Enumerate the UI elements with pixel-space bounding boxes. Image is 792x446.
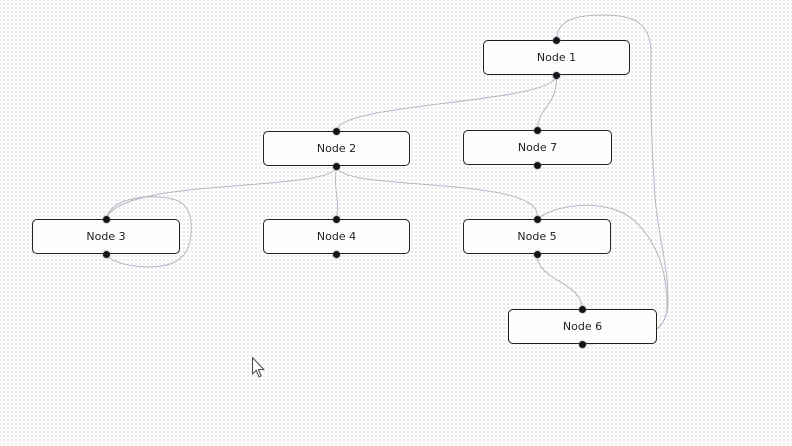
mouse-cursor xyxy=(252,356,266,379)
edge-node2-to-node4[interactable] xyxy=(335,165,338,220)
endpoint-bottom-node1[interactable] xyxy=(553,71,560,79)
endpoint-top-node7[interactable] xyxy=(534,126,541,134)
node-node7[interactable]: Node 7 xyxy=(463,130,612,165)
endpoint-top-node4[interactable] xyxy=(333,215,340,223)
node-node5[interactable]: Node 5 xyxy=(463,219,611,254)
endpoint-bottom-node2[interactable] xyxy=(333,162,340,170)
cursor-arrow-icon xyxy=(252,356,266,378)
node-label: Node 4 xyxy=(316,230,357,243)
edge-node2-to-node5[interactable] xyxy=(336,165,538,220)
node-label: Node 6 xyxy=(562,320,603,333)
endpoint-top-node2[interactable] xyxy=(333,127,340,135)
edge-node1-to-node7[interactable] xyxy=(537,74,558,131)
endpoint-bottom-node3[interactable] xyxy=(102,250,110,258)
node-node4[interactable]: Node 4 xyxy=(263,219,410,254)
node-node6[interactable]: Node 6 xyxy=(508,309,657,344)
node-label: Node 1 xyxy=(536,51,577,64)
endpoint-bottom-node5[interactable] xyxy=(533,250,541,258)
edge-node5-to-node6[interactable] xyxy=(536,253,583,310)
endpoint-top-node1[interactable] xyxy=(553,36,560,44)
node-node3[interactable]: Node 3 xyxy=(32,219,180,254)
endpoint-top-node6[interactable] xyxy=(579,305,586,313)
edge-node6-to-node1[interactable] xyxy=(556,14,669,345)
node-label: Node 2 xyxy=(316,142,357,155)
edge-node1-to-node2[interactable] xyxy=(336,74,557,132)
node-label: Node 7 xyxy=(517,141,558,154)
endpoint-bottom-node7[interactable] xyxy=(534,161,541,169)
edge-node2-to-node3[interactable] xyxy=(105,165,337,220)
endpoint-bottom-node4[interactable] xyxy=(333,250,340,258)
endpoint-bottom-node6[interactable] xyxy=(579,340,586,348)
node-node2[interactable]: Node 2 xyxy=(263,131,410,166)
node-label: Node 3 xyxy=(86,230,126,243)
node-node1[interactable]: Node 1 xyxy=(483,40,630,75)
node-label: Node 5 xyxy=(517,230,557,243)
edge-node3-to-node3[interactable] xyxy=(105,196,192,268)
endpoint-top-node5[interactable] xyxy=(533,215,541,223)
endpoint-top-node3[interactable] xyxy=(102,215,110,223)
